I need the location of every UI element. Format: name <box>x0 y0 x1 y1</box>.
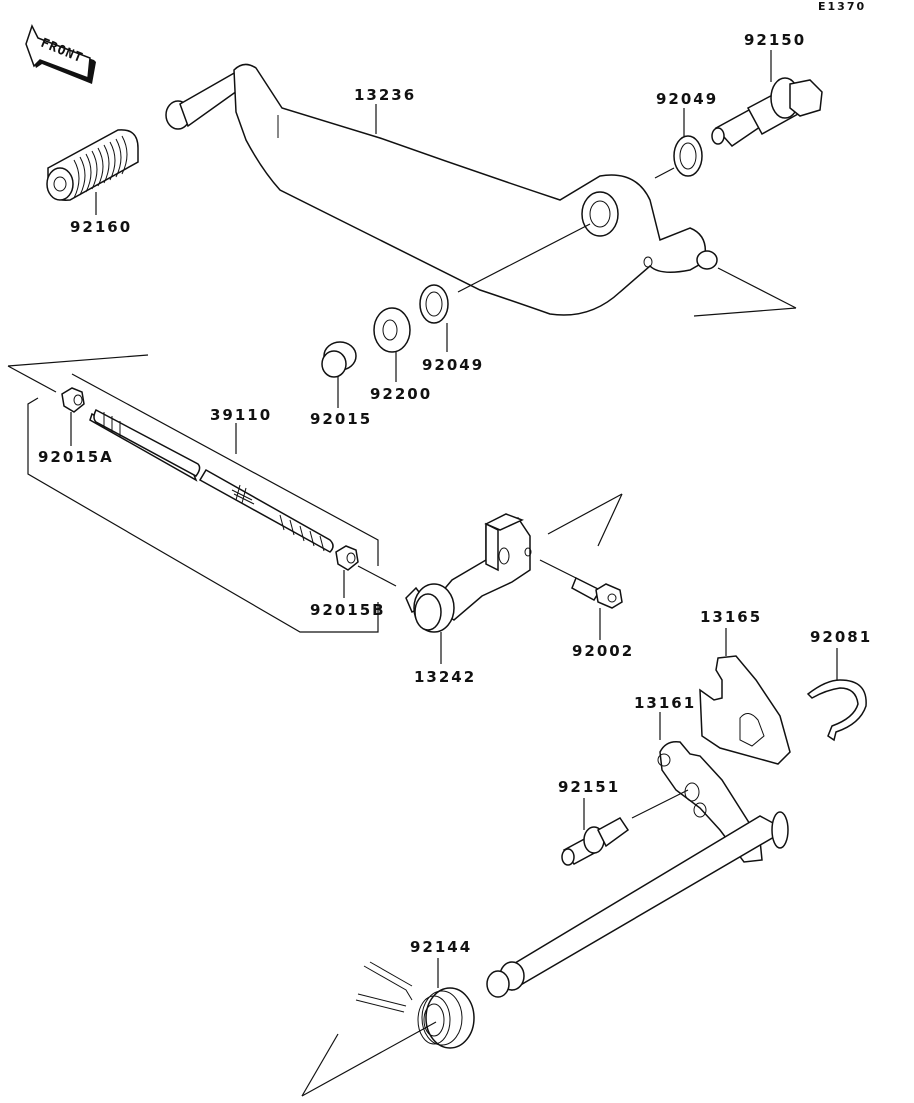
part-92151-stud-bolt[interactable] <box>561 817 630 866</box>
label-39110[interactable]: 39110 <box>210 406 272 424</box>
part-92200-washer[interactable] <box>373 307 411 353</box>
part-92144-return-spring[interactable] <box>355 961 475 1049</box>
part-92002-bolt[interactable] <box>571 576 623 609</box>
diagram-code: E1370 <box>818 0 866 13</box>
part-92081-spring-clip[interactable] <box>806 679 867 742</box>
label-92081[interactable]: 92081 <box>810 628 872 646</box>
part-13236-shift-pedal[interactable] <box>165 63 718 316</box>
label-92002[interactable]: 92002 <box>572 642 634 660</box>
label-92150[interactable]: 92150 <box>744 31 806 49</box>
part-92049-oil-seal-lower[interactable] <box>419 284 449 324</box>
label-92200[interactable]: 92200 <box>370 385 432 403</box>
label-92144[interactable]: 92144 <box>410 938 472 956</box>
label-13242[interactable]: 13242 <box>414 668 476 686</box>
part-92015a-nut[interactable] <box>61 387 85 413</box>
label-92015[interactable]: 92015 <box>310 410 372 428</box>
label-13161[interactable]: 13161 <box>634 694 696 712</box>
part-13161-shift-shaft[interactable] <box>486 740 789 998</box>
part-92150-bolt[interactable] <box>711 77 823 147</box>
part-92015b-nut[interactable] <box>335 545 359 571</box>
label-92015b[interactable]: 92015B <box>310 601 386 619</box>
label-92049-upper[interactable]: 92049 <box>656 90 718 108</box>
part-92049-oil-seal-upper[interactable] <box>673 135 703 177</box>
part-13242-shift-lever[interactable] <box>405 513 532 633</box>
part-92015-cap-nut[interactable] <box>321 341 357 378</box>
label-92151[interactable]: 92151 <box>558 778 620 796</box>
part-39110-tie-rod[interactable] <box>89 408 334 553</box>
part-92160-pedal-rubber[interactable] <box>46 129 139 201</box>
part-13165-plate[interactable] <box>699 655 791 765</box>
label-13236[interactable]: 13236 <box>354 86 416 104</box>
front-arrow-icon: FRONT <box>25 24 96 84</box>
label-13165[interactable]: 13165 <box>700 608 762 626</box>
label-92160[interactable]: 92160 <box>70 218 132 236</box>
label-92049-lower[interactable]: 92049 <box>422 356 484 374</box>
label-92015a[interactable]: 92015A <box>38 448 114 466</box>
